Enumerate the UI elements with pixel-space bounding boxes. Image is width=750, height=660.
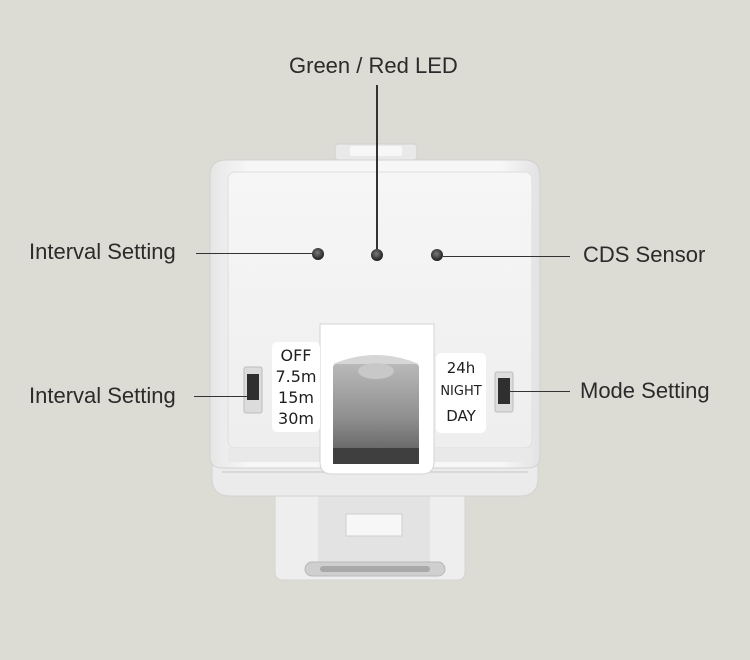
mode-switch-legend: 24h NIGHT DAY [436,353,486,433]
mode-option-night: NIGHT [440,384,482,399]
interval-switch [243,366,263,414]
center-slot [319,323,435,475]
cds-callout-label: CDS Sensor [583,242,706,267]
mode-leader-line [508,391,570,392]
cds-sensor [431,249,443,261]
interval-top-leader-line [196,253,312,254]
led-leader-line [376,85,378,249]
interval-bottom-callout-label: Interval Setting [29,383,176,408]
interval-switch-legend: OFF 7.5m 15m 30m [272,342,320,432]
mode-switch [494,371,514,413]
led-row [312,248,443,261]
mode-option-day: DAY [446,407,476,425]
led-callout-label: Green / Red LED [289,53,458,78]
interval-bottom-leader-line [194,396,248,397]
interval-option-off: OFF [280,346,312,365]
mode-callout-label: Mode Setting [580,378,710,403]
status-led [371,249,383,261]
interval-top-callout-label: Interval Setting [29,239,176,264]
interval-option-30m: 30m [278,409,314,428]
interval-led [312,248,324,260]
cds-leader-line [443,256,570,257]
interval-option-7-5m: 7.5m [275,367,317,386]
interval-option-15m: 15m [278,388,314,407]
mounting-bracket [274,494,466,581]
mode-option-24h: 24h [446,359,476,377]
